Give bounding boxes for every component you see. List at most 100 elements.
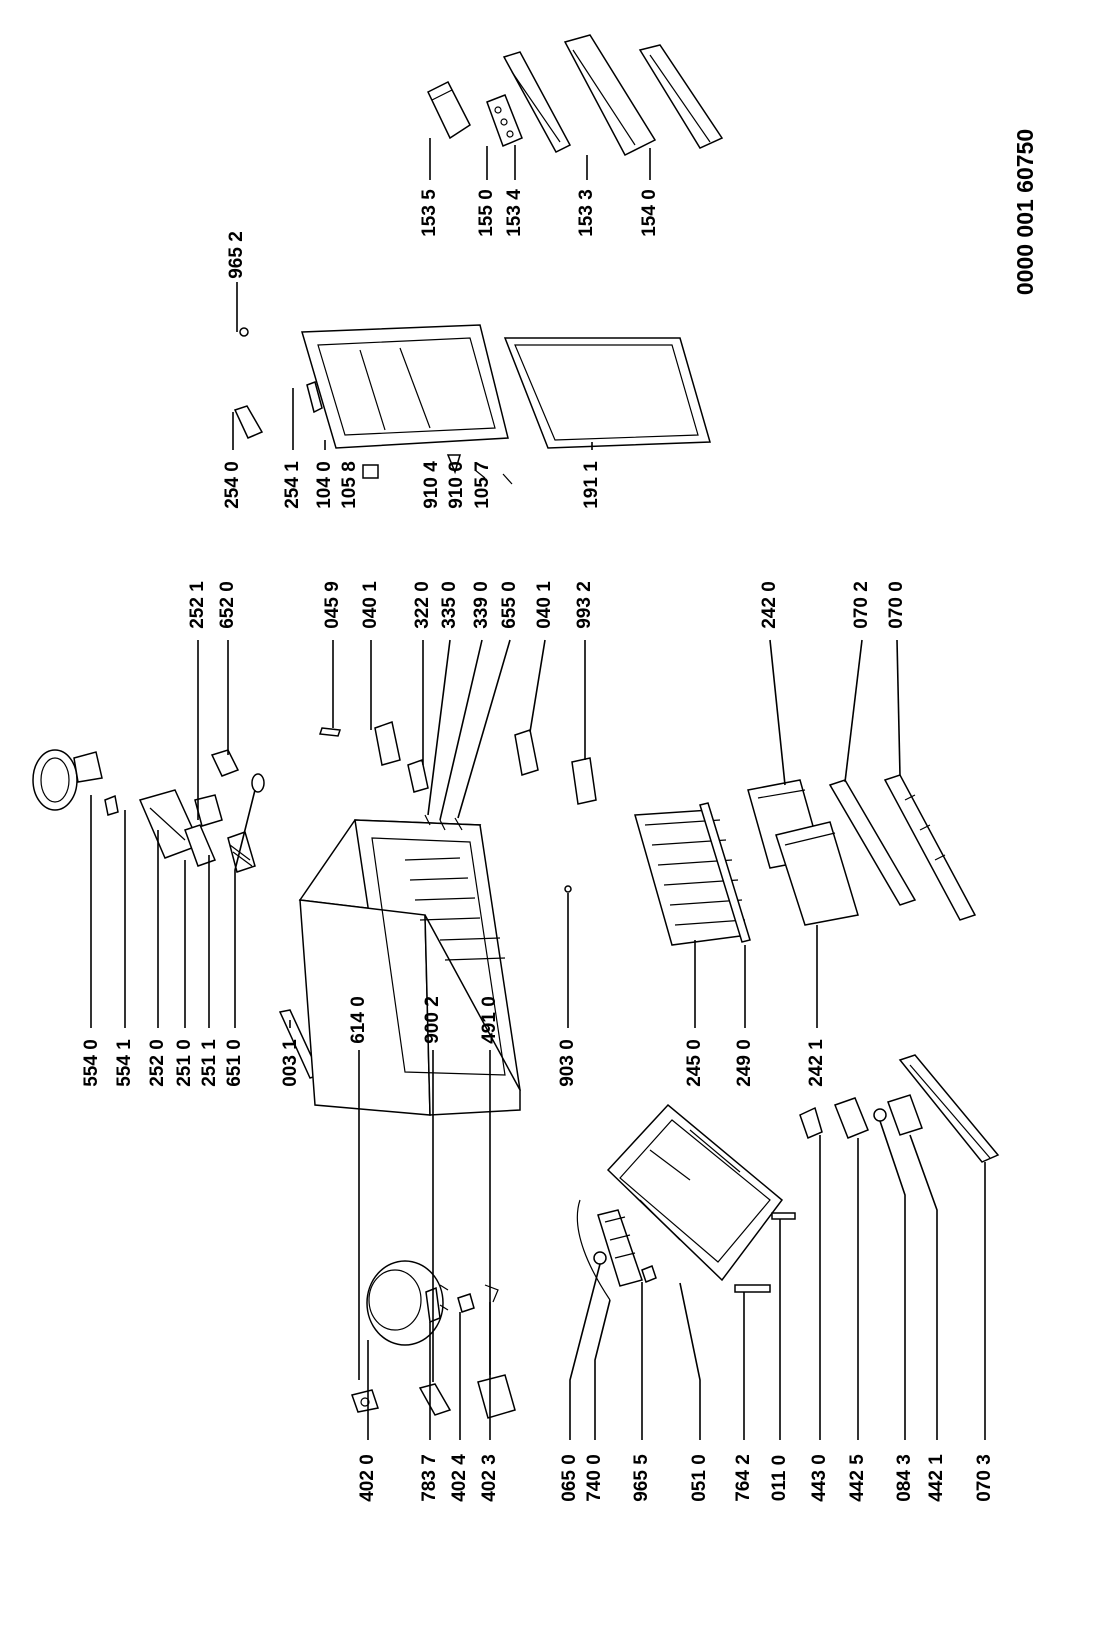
fan-bracket-drawing: [887, 1094, 923, 1136]
part-label: 783 7: [419, 1454, 440, 1502]
lamp-holder-drawing: [210, 749, 240, 777]
base-rail-drawing: [828, 774, 977, 921]
junction-box-drawing: [477, 1374, 516, 1419]
door-hinge-parts-drawing: [306, 381, 513, 485]
condenser-drawing: [576, 1199, 643, 1301]
bulb-drawing: [251, 773, 265, 793]
part-label: 903 0: [557, 1039, 578, 1087]
part-label: 740 0: [584, 1454, 605, 1502]
part-label: 254 1: [282, 461, 303, 509]
part-label: 764 2: [733, 1454, 754, 1502]
fan-blade-drawing: [799, 1106, 823, 1140]
part-label: 051 0: [689, 1454, 710, 1502]
part-label: 242 1: [806, 1039, 827, 1087]
grommet-drawing: [593, 1251, 607, 1265]
part-label: 652 0: [217, 581, 238, 629]
part-label: 900 2: [422, 996, 443, 1044]
part-label: 443 0: [809, 1454, 830, 1502]
part-label: 339 0: [471, 581, 492, 629]
door-shelf-small-drawing: [502, 51, 572, 153]
part-label: 993 2: [574, 581, 595, 629]
bolt-drawing: [771, 1212, 796, 1220]
part-label: 153 4: [504, 189, 525, 237]
pin-drawing: [564, 885, 572, 893]
door-shelf-large-drawing: [563, 34, 657, 156]
part-label: 105 8: [339, 461, 360, 509]
part-label: 153 3: [576, 189, 597, 237]
part-label: 910 4: [421, 461, 442, 509]
leader-lines: [90, 138, 986, 1440]
part-label: 065 0: [559, 1454, 580, 1502]
part-label: 155 0: [476, 189, 497, 237]
egg-tray-drawing: [486, 94, 523, 147]
shelf-trim-drawing: [699, 802, 751, 943]
part-label: 254 0: [222, 461, 243, 509]
part-label: 402 0: [357, 1454, 378, 1502]
part-label: 335 0: [439, 581, 460, 629]
part-label: 614 0: [348, 996, 369, 1044]
part-label: 442 5: [847, 1454, 868, 1502]
thermostat-knob-drawing: [104, 794, 119, 816]
part-label: 003 1: [280, 1039, 301, 1087]
part-label: 011 0: [769, 1455, 790, 1502]
part-label: 442 1: [926, 1454, 947, 1502]
part-drawings: [32, 34, 1000, 1419]
overload-drawing: [457, 1293, 475, 1313]
drain-tray-drawing: [641, 1265, 657, 1283]
butter-box-drawing: [427, 80, 471, 140]
part-label: 070 2: [851, 581, 872, 629]
part-label: 322 0: [412, 581, 433, 629]
part-label: 153 5: [419, 189, 440, 237]
part-label: 554 1: [114, 1039, 135, 1087]
drier-drawing: [734, 1284, 771, 1293]
part-label: 105 7: [472, 461, 493, 509]
hinge-pin-drawing: [318, 727, 342, 737]
part-label: 251 1: [199, 1039, 220, 1087]
lamp-cover-drawing: [32, 749, 103, 811]
part-label: 402 3: [479, 1454, 500, 1502]
part-label: 191 1: [581, 461, 602, 509]
part-label: 252 1: [187, 581, 208, 629]
fan-nut-drawing: [873, 1108, 887, 1122]
relay-drawing: [351, 1389, 379, 1413]
thermostat-parts-drawing: [184, 794, 256, 873]
part-label: 554 0: [81, 1039, 102, 1087]
base-plate-drawing: [606, 1103, 784, 1282]
part-label: 655 0: [499, 581, 520, 629]
door-stop-drawing: [571, 757, 597, 805]
door-handle-drawing: [233, 405, 264, 439]
bottle-shelf-drawing: [638, 44, 724, 149]
part-label: 651 0: [224, 1039, 245, 1087]
part-labels: 554 0 554 1 252 0 251 0 251 1 651 0 003 …: [81, 189, 995, 1502]
cabinet-hinge-drawing: [374, 721, 539, 776]
part-label: 242 0: [759, 581, 780, 629]
fan-motor-drawing: [834, 1097, 869, 1139]
part-label: 402 4: [449, 1454, 470, 1502]
part-label: 910 0: [446, 461, 467, 509]
part-label: 249 0: [734, 1039, 755, 1087]
back-rail-drawing: [898, 1054, 1000, 1163]
part-label: 084 3: [894, 1454, 915, 1502]
door-gasket-drawing: [503, 337, 711, 449]
crisper-cover-drawing: [775, 821, 859, 926]
part-label: 070 0: [886, 581, 907, 629]
part-label: 965 5: [631, 1454, 652, 1502]
part-label: 965 2: [226, 231, 247, 279]
part-label: 040 1: [534, 581, 555, 629]
part-label: 252 0: [147, 1039, 168, 1087]
part-label: 040 1: [360, 581, 381, 629]
part-label: 070 3: [974, 1454, 995, 1502]
document-number: 0000 001 60750: [1012, 129, 1038, 295]
part-label: 045 9: [322, 581, 343, 629]
part-label: 154 0: [639, 189, 660, 237]
door-drawing: [301, 324, 509, 449]
compressor-drawing: [366, 1260, 449, 1346]
part-label: 251 0: [174, 1039, 195, 1087]
part-label: 245 0: [684, 1039, 705, 1087]
clip-drawing: [484, 1284, 499, 1303]
screw-drawing: [239, 327, 249, 337]
hinge-small-parts-drawing: [407, 759, 463, 831]
part-label: 104 0: [314, 461, 335, 509]
capacitor-drawing: [418, 1383, 452, 1416]
